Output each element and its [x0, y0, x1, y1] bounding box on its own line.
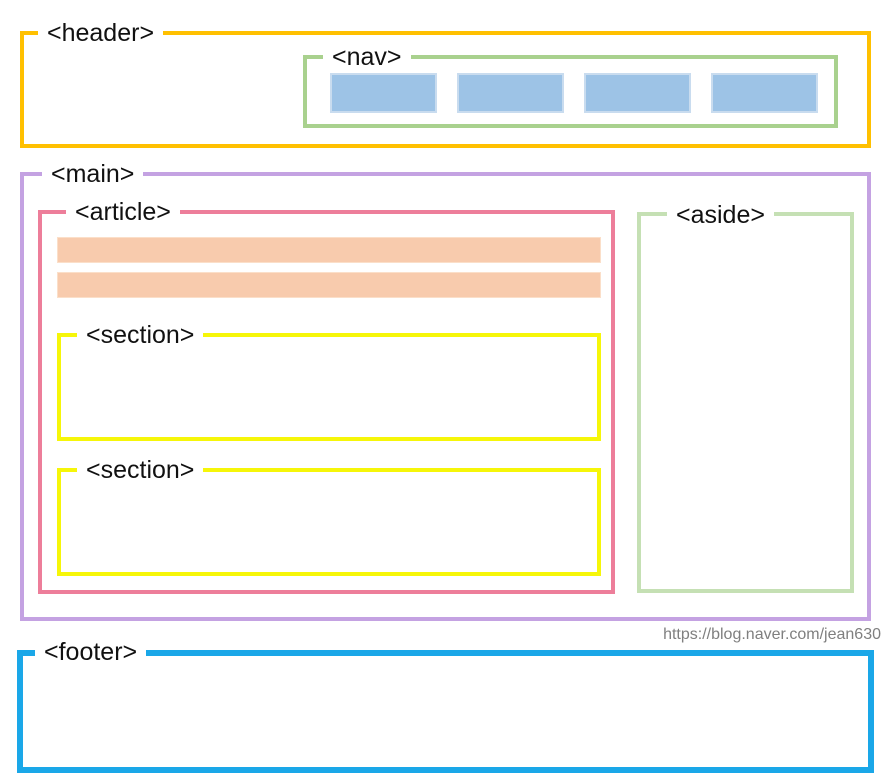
article-element-box: <article> <section> <section>: [38, 197, 615, 594]
article-text-bar: [57, 272, 601, 298]
aside-element-box: <aside>: [637, 200, 854, 593]
nav-item-block: [330, 73, 437, 113]
main-element-box: <main> <article> <section> <section> <as…: [20, 159, 871, 621]
nav-tag-label: <nav>: [323, 42, 411, 72]
section-tag-label-1: <section>: [77, 320, 204, 350]
watermark-url: https://blog.naver.com/jean630: [663, 626, 881, 643]
header-element-box: <header> <nav>: [20, 18, 871, 148]
article-tag-label: <article>: [66, 197, 180, 227]
nav-element-box: <nav>: [303, 42, 838, 128]
nav-item-block: [457, 73, 564, 113]
section-element-box-2: <section>: [57, 455, 601, 576]
header-tag-label: <header>: [38, 18, 164, 48]
article-text-bar: [57, 237, 601, 263]
footer-element-box: <footer>: [17, 637, 874, 773]
aside-tag-label: <aside>: [667, 200, 774, 230]
footer-tag-label: <footer>: [35, 637, 147, 667]
nav-item-block: [584, 73, 691, 113]
section-tag-label-2: <section>: [77, 455, 204, 485]
article-heading-bars: [57, 237, 601, 298]
nav-item-block: [711, 73, 818, 113]
section-element-box-1: <section>: [57, 320, 601, 441]
main-tag-label: <main>: [42, 159, 144, 189]
nav-items: [330, 73, 818, 113]
